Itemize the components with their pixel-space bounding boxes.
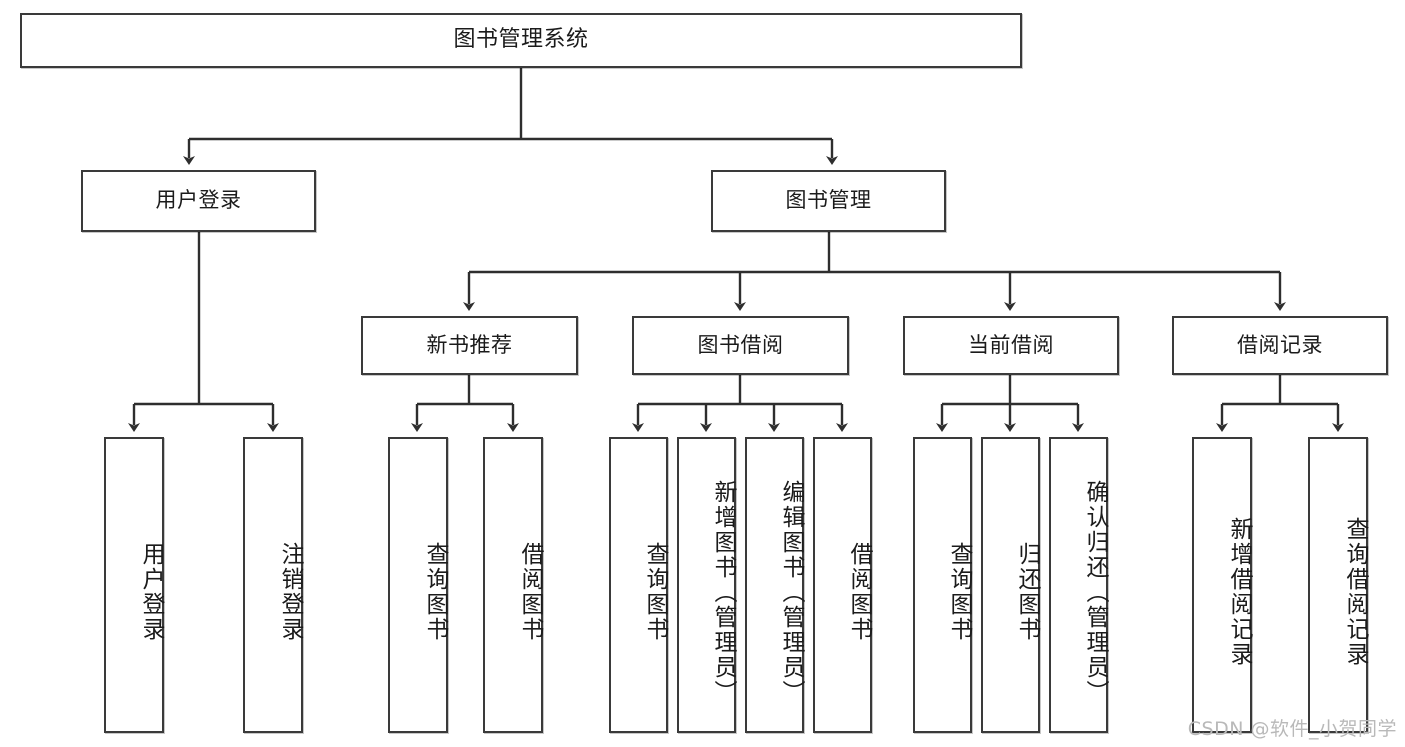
node-borrow-record[interactable]: 借阅记录 (1172, 316, 1388, 375)
leaf-return-book[interactable]: 归还图书 (981, 437, 1040, 733)
node-label: 新书推荐 (426, 332, 513, 357)
node-label: 新增借阅记录 (1226, 517, 1252, 667)
node-label: 编辑图书（管理员） (778, 479, 804, 705)
leaf-confirm-return-admin[interactable]: 确认归还（管理员） (1049, 437, 1108, 733)
node-label: 图书借阅 (697, 332, 784, 357)
leaf-query-borrow-record[interactable]: 查询借阅记录 (1308, 437, 1368, 733)
leaf-edit-book-admin[interactable]: 编辑图书（管理员） (745, 437, 804, 733)
node-label: 查询借阅记录 (1342, 517, 1368, 667)
node-label: 归还图书 (1014, 542, 1040, 642)
node-label: 借阅图书 (846, 542, 872, 642)
node-label: 图书管理系统 (453, 27, 589, 53)
leaf-query-book-borrow[interactable]: 查询图书 (609, 437, 668, 733)
leaf-add-book-admin[interactable]: 新增图书（管理员） (677, 437, 736, 733)
node-label: 当前借阅 (968, 332, 1054, 357)
leaf-borrow-book[interactable]: 借阅图书 (813, 437, 872, 733)
node-label: 确认归还（管理员） (1082, 479, 1108, 705)
node-label: 查询图书 (422, 542, 448, 642)
node-book-management[interactable]: 图书管理 (711, 170, 946, 232)
leaf-logout-login[interactable]: 注销登录 (243, 437, 303, 733)
node-label: 用户登录 (138, 542, 164, 642)
leaf-query-book-current[interactable]: 查询图书 (913, 437, 972, 733)
node-label: 查询图书 (946, 542, 972, 642)
node-book-borrow[interactable]: 图书借阅 (632, 316, 849, 375)
node-root-system[interactable]: 图书管理系统 (20, 13, 1022, 68)
node-label: 借阅图书 (517, 542, 543, 642)
leaf-query-book-newbook[interactable]: 查询图书 (388, 437, 448, 733)
node-label: 注销登录 (277, 542, 303, 642)
leaf-borrow-book-newbook[interactable]: 借阅图书 (483, 437, 543, 733)
node-new-book-recommend[interactable]: 新书推荐 (361, 316, 578, 375)
node-user-login[interactable]: 用户登录 (81, 170, 316, 232)
node-label: 图书管理 (785, 188, 872, 213)
node-label: 新增图书（管理员） (710, 479, 736, 705)
leaf-user-login[interactable]: 用户登录 (104, 437, 164, 733)
node-label: 查询图书 (642, 542, 668, 642)
node-label: 用户登录 (155, 188, 242, 213)
node-label: 借阅记录 (1237, 332, 1323, 357)
leaf-add-borrow-record[interactable]: 新增借阅记录 (1192, 437, 1252, 733)
node-current-borrow[interactable]: 当前借阅 (903, 316, 1119, 375)
watermark-text: CSDN @软件_小贺同学 (1187, 718, 1397, 740)
